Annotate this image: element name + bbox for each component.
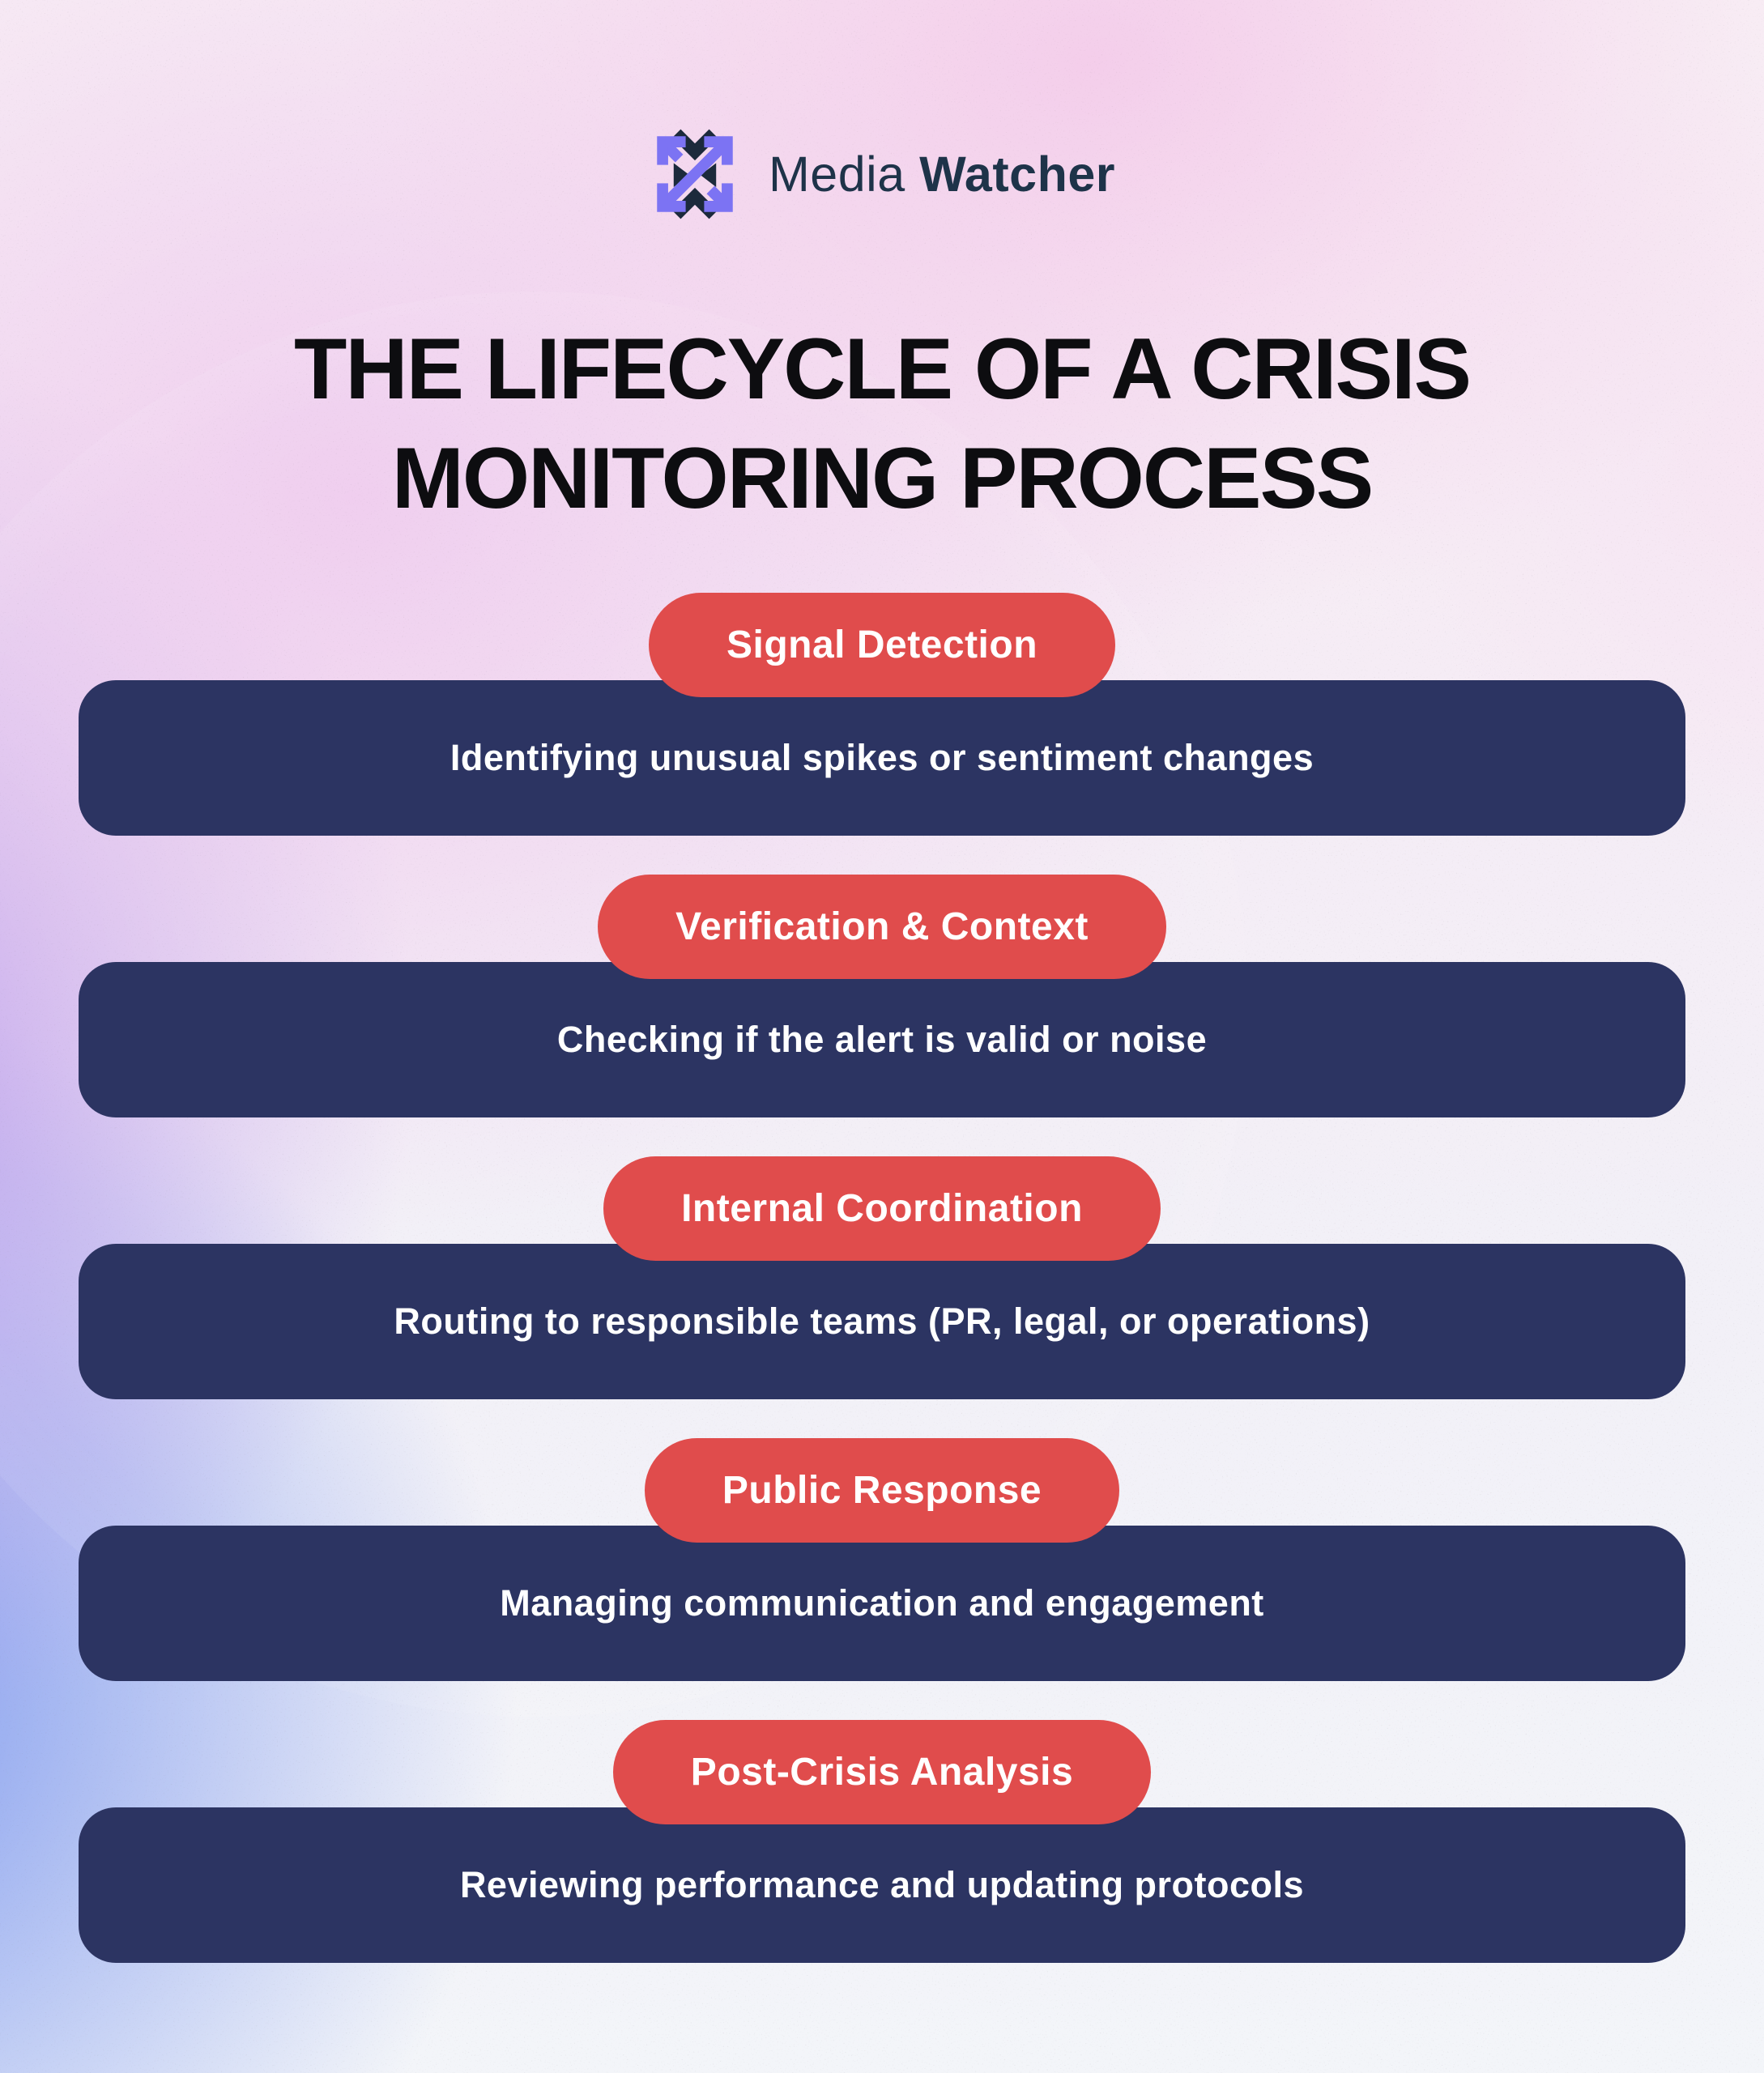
stages-list: Signal Detection Identifying unusual spi…	[0, 592, 1764, 1963]
stage-label: Public Response	[722, 1468, 1042, 1512]
stage-label: Verification & Context	[675, 905, 1089, 948]
stage-description: Routing to responsible teams (PR, legal,…	[394, 1300, 1370, 1342]
stage-description-bar: Identifying unusual spikes or sentiment …	[79, 679, 1685, 836]
stage-label: Post-Crisis Analysis	[690, 1750, 1074, 1794]
stage-description: Identifying unusual spikes or sentiment …	[450, 736, 1314, 778]
stage-label: Signal Detection	[726, 623, 1038, 666]
stage-description: Reviewing performance and updating proto…	[459, 1863, 1305, 1905]
stage-label-pill: Verification & Context	[598, 874, 1166, 979]
stage-description-bar: Routing to responsible teams (PR, legal,…	[79, 1243, 1685, 1399]
stage-public-response: Public Response Managing communication a…	[79, 1437, 1685, 1681]
title-line-2: MONITORING PROCESS	[391, 428, 1374, 526]
stage-description-bar: Reviewing performance and updating proto…	[79, 1807, 1685, 1963]
stage-description-bar: Managing communication and engagement	[79, 1525, 1685, 1681]
brand-name: Media Watcher	[769, 146, 1115, 202]
stage-label-pill: Internal Coordination	[603, 1156, 1161, 1261]
stage-internal-coordination: Internal Coordination Routing to respons…	[79, 1156, 1685, 1399]
brand-name-bold: Watcher	[919, 147, 1115, 202]
stage-label-pill: Signal Detection	[648, 592, 1116, 697]
stage-post-crisis-analysis: Post-Crisis Analysis Reviewing performan…	[79, 1719, 1685, 1963]
stage-label-pill: Post-Crisis Analysis	[612, 1719, 1152, 1824]
media-watcher-logo-icon	[657, 129, 733, 219]
brand-header: Media Watcher	[0, 0, 1764, 220]
stage-description: Checking if the alert is valid or noise	[556, 1018, 1208, 1060]
title-line-1: THE LIFECYCLE OF A CRISIS	[293, 320, 1472, 417]
stage-verification-context: Verification & Context Checking if the a…	[79, 874, 1685, 1117]
page-title: THE LIFECYCLE OF A CRISIS MONITORING PRO…	[49, 314, 1715, 533]
stage-signal-detection: Signal Detection Identifying unusual spi…	[79, 592, 1685, 836]
stage-label: Internal Coordination	[681, 1186, 1083, 1230]
stage-label-pill: Public Response	[644, 1437, 1120, 1543]
brand-name-regular: Media	[768, 147, 905, 202]
stage-description: Managing communication and engagement	[500, 1581, 1264, 1624]
stage-description-bar: Checking if the alert is valid or noise	[79, 961, 1685, 1117]
